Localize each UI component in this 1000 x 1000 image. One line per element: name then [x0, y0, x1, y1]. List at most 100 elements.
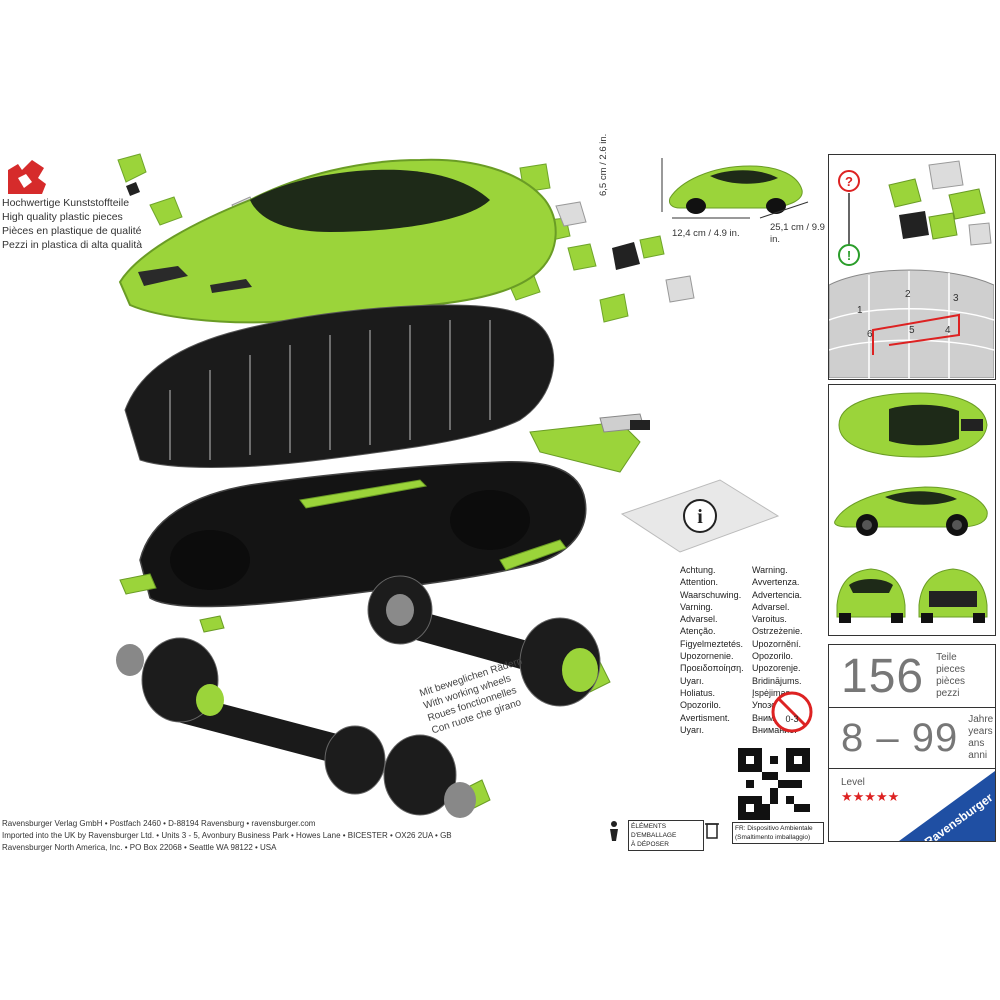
warning-text: Uyarı. — [680, 724, 705, 735]
recycle-label-line: ÉLÉMENTS D'EMBALLAGE — [631, 823, 677, 839]
length-dimension-text: 25,1 cm / 9.9 in. — [770, 222, 825, 245]
recycle-person-icon — [610, 821, 618, 841]
assembly-steps-panel: ? ! 1 2 3 4 5 6 — [828, 154, 996, 380]
trash-bin-icon — [705, 823, 719, 839]
warning-text: Varoitus. — [752, 614, 787, 625]
qr-code — [738, 748, 810, 820]
front-axle — [116, 637, 476, 818]
footer-line: Ravensburger Verlag GmbH • Postfach 2460… — [2, 819, 316, 828]
ravensburger-piece-icon — [8, 160, 46, 194]
level-row: Level ★★★★★ Ravensburger — [829, 769, 995, 841]
pieces-label-line: Teile — [936, 652, 957, 663]
car-views-panel — [828, 384, 996, 636]
warning-text: Opozorilo. — [752, 651, 794, 662]
warning-row: Atenção. Ostrzeżenie. — [680, 625, 830, 637]
level-label: Level — [841, 777, 865, 788]
warning-text: Atenção. — [680, 626, 716, 637]
quality-text-de: Hochwertige Kunststoffteile — [2, 197, 130, 209]
warning-text: Achtung. — [680, 565, 716, 575]
warning-text: Įspėjimas. — [752, 687, 793, 698]
age-label: Jahre years ans anni — [968, 714, 993, 762]
car-chassis — [139, 461, 587, 608]
car-top-view — [838, 392, 988, 458]
recycle-label-line: À DÉPOSER — [631, 841, 669, 848]
age-warning-text: 0-3 — [785, 714, 798, 724]
warning-row: Attention. Avvertenza. — [680, 576, 830, 588]
step-number: 4 — [945, 325, 951, 336]
age-range: 8 – 99 — [841, 715, 959, 760]
question-icon: ? — [845, 174, 853, 189]
warning-text: Bridinājums. — [752, 675, 802, 686]
pieces-row: 156 Teile pieces pièces pezzi — [829, 645, 995, 708]
recycle-label-line: (Smaltimento imballaggio) — [735, 834, 811, 841]
height-dimension: 6,5 cm / 2.6 in. — [598, 133, 609, 196]
instruction-sheet: i — [620, 479, 780, 553]
age-label-line: Jahre — [968, 714, 994, 725]
footer-line: Imported into the UK by Ravensburger Ltd… — [2, 831, 452, 840]
warning-row: Achtung. Warning. — [680, 564, 830, 576]
step-number: 6 — [867, 329, 873, 340]
warning-row: Uyarı. Внимание. — [680, 724, 830, 736]
car-front-rear-views — [836, 568, 988, 623]
pieces-label-line: pezzi — [936, 688, 960, 699]
warning-text: Figyelmeztetés. — [680, 638, 744, 649]
product-info-panel: 156 Teile pieces pièces pezzi 8 – 99 Jah… — [828, 644, 996, 842]
recycle-label-line: FR: Dispositivo Ambientale — [735, 825, 813, 832]
warning-text: Advertencia. — [752, 589, 803, 600]
warning-text: Attention. — [680, 577, 719, 588]
warning-text: Внимание. — [752, 724, 797, 735]
info-icon: i — [697, 506, 703, 528]
warning-text: Varning. — [680, 601, 713, 612]
quality-text-it: Pezzi in plastica di alta qualità — [2, 239, 143, 251]
step-number: 1 — [857, 305, 863, 316]
warning-row: Uyarı. Bridinājums. — [680, 675, 830, 687]
warning-text: Advarsel. — [752, 601, 790, 612]
pieces-label-line: pieces — [936, 664, 965, 675]
warning-row: Advarsel. Varoitus. — [680, 613, 830, 625]
warning-text: Waarschuwing. — [680, 589, 742, 600]
age-warning-icon: 0-3 — [771, 691, 813, 733]
warning-text: Holiatus. — [680, 687, 716, 698]
quality-text-en: High quality plastic pieces — [2, 211, 123, 223]
car-body-shell — [118, 158, 557, 324]
warning-text: Uyarı. — [680, 675, 705, 686]
age-label-line: anni — [968, 750, 988, 761]
warning-row: Holiatus. Įspėjimas. — [680, 687, 830, 699]
pieces-count: 156 — [841, 649, 925, 703]
step-number: 3 — [953, 293, 959, 304]
quality-text-fr: Pièces en plastique de qualité — [2, 225, 142, 237]
recycle-label: ÉLÉMENTS D'EMBALLAGE À DÉPOSER — [628, 820, 704, 851]
footer-line: Ravensburger North America, Inc. • PO Bo… — [2, 843, 277, 852]
level-stars: ★★★★★ — [841, 789, 900, 804]
warning-text: Upozornenie. — [680, 651, 734, 662]
warning-text: Avertisment. — [680, 712, 730, 723]
black-inner-ribs — [124, 304, 555, 468]
pieces-label: Teile pieces pièces pezzi — [936, 652, 965, 700]
warning-row: Figyelmeztetés. Upozornění. — [680, 638, 830, 650]
car-side-view — [834, 486, 988, 536]
warning-text: Upozornění. — [752, 638, 802, 649]
quality-text: Hochwertige Kunststoffteile High quality… — [2, 196, 162, 252]
warning-text: Warning. — [752, 565, 788, 575]
warning-row: Waarschuwing. Advertencia. — [680, 589, 830, 601]
warning-text: Upozorenje. — [752, 663, 801, 674]
warning-text: Opozorilo. — [680, 700, 722, 711]
length-dimension: 25,1 cm / 9.9 in. — [770, 222, 830, 246]
assembly-steps-diagram: ? ! 1 2 3 4 5 6 — [829, 160, 994, 378]
age-label-line: ans — [968, 738, 985, 749]
warning-text: Ostrzeżenie. — [752, 626, 803, 637]
step-number: 2 — [905, 289, 911, 300]
warning-text: Advarsel. — [680, 614, 718, 625]
step-number: 5 — [909, 325, 915, 336]
age-row: 8 – 99 Jahre years ans anni — [829, 708, 995, 769]
dimension-car-thumbnail — [661, 158, 809, 219]
ravensburger-logo: Ravensburger — [899, 771, 995, 841]
check-icon: ! — [847, 248, 851, 263]
pieces-label-line: pièces — [936, 676, 965, 687]
warning-text: Προειδοποίηση. — [680, 663, 744, 674]
warning-row: Upozornenie. Opozorilo. — [680, 650, 830, 662]
age-label-line: years — [968, 726, 993, 737]
warning-row: Προειδοποίηση. Upozorenje. — [680, 662, 830, 674]
rear-axle — [367, 575, 601, 707]
warning-text: Avvertenza. — [752, 577, 800, 588]
